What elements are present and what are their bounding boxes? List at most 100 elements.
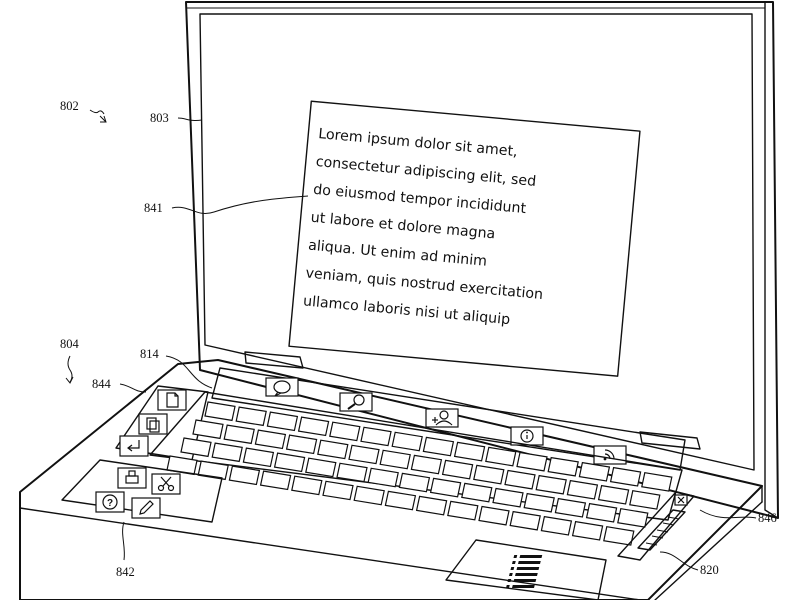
right-control-strip [617,491,695,561]
keyboard-key[interactable] [211,442,243,463]
copy-icon[interactable] [138,413,168,435]
ref-820: 820 [700,563,719,577]
display-screen [199,13,755,471]
keyboard-key[interactable] [285,434,318,455]
keyboard-key[interactable] [504,469,536,490]
keyboard-key[interactable] [566,479,599,500]
ref-842: 842 [116,565,135,579]
speech-bubble-icon[interactable] [265,377,299,397]
keyboard-key[interactable] [609,466,642,487]
keyboard-key[interactable] [422,436,455,457]
screen-text-line: ullamco laboris nisi ut aliquip [302,293,510,328]
keyboard-key[interactable] [322,480,354,501]
screen-text-line: Lorem ipsum dolor sit amet, [318,126,519,160]
keyboard-key[interactable] [192,419,224,440]
close-icon[interactable] [674,494,688,506]
keyboard-key[interactable] [367,467,399,488]
keyboard-key[interactable] [291,475,323,496]
keyboard-key[interactable] [273,452,306,473]
keyboard-key[interactable] [180,437,212,458]
ref-802: 802 [60,99,79,113]
keyboard-key[interactable] [336,462,368,483]
keyboard-key[interactable] [297,416,330,437]
keyboard-key[interactable] [348,444,380,465]
ref-803: 803 [150,111,169,125]
screen-text-line: ut labore et dolore magna [310,210,496,243]
keyboard-key[interactable] [447,500,479,521]
keyboard-key[interactable] [535,474,567,495]
list-icon [506,555,543,588]
left-key-strip [115,385,209,461]
keyboard-key[interactable] [235,406,267,427]
keyboard-key[interactable] [353,485,385,506]
keyboard-key[interactable] [379,449,411,470]
keyboard-key[interactable] [259,470,292,491]
ref-841: 841 [144,201,163,215]
keyboard-key[interactable] [492,487,524,508]
ref-846: 846 [758,511,777,525]
wifi-broadcast-icon[interactable] [593,445,627,465]
keyboard-key[interactable] [223,424,255,445]
keyboard-key[interactable] [641,472,673,492]
document-icon[interactable] [157,389,187,411]
keyboard-key[interactable] [228,465,261,486]
keyboard-key[interactable] [478,505,510,526]
left-panel: ? [61,459,223,523]
keyboard-key[interactable] [410,454,443,475]
keyboard-key[interactable] [578,461,611,482]
ref-844: 844 [92,377,112,391]
keyboard-key[interactable] [204,401,236,422]
keyboard-key[interactable] [597,484,630,505]
edit-icon[interactable] [131,497,161,519]
cut-icon[interactable] [151,473,181,495]
slider-icon[interactable] [637,509,686,551]
keyboard-key[interactable] [516,451,548,472]
keyboard-key[interactable] [554,497,587,518]
svg-text:?: ? [107,498,113,509]
ref-804: 804 [60,337,80,351]
keyboard-key[interactable] [242,447,275,468]
keyboard-key[interactable] [547,456,579,477]
info-icon[interactable] [510,426,544,446]
hinge-right [639,431,701,450]
keyboard-key[interactable] [540,515,573,536]
keyboard-key[interactable] [617,508,649,528]
touchpad[interactable] [445,539,607,600]
keyboard-key[interactable] [384,490,417,511]
keyboard-key[interactable] [360,426,392,447]
keyboard-key[interactable] [329,421,361,442]
display-lid [185,1,779,519]
keyboard-key[interactable] [603,526,635,546]
keyboard-key[interactable] [391,431,423,452]
keyboard-key[interactable] [398,472,431,493]
keyboard-key[interactable] [523,492,555,513]
text-window: Lorem ipsum dolor sit amet, consectetur … [288,100,641,377]
keyboard-key[interactable] [571,520,604,541]
reference-labels: 802 803 841 804 814 844 842 846 820 [60,99,777,579]
keyboard-key[interactable] [266,411,299,432]
keyboard-key[interactable] [485,446,517,467]
keyboard-key[interactable] [254,429,287,450]
add-person-icon[interactable] [425,408,459,428]
keyboard-key[interactable] [197,460,229,481]
keyboard-key[interactable] [415,495,448,516]
keyboard-key[interactable] [305,457,337,478]
keyboard-key[interactable] [629,490,661,510]
printer-icon[interactable] [117,467,147,489]
keyboard-key[interactable] [317,439,349,460]
magnifier-icon[interactable] [339,392,373,412]
keyboard-key[interactable] [441,459,474,480]
keyboard [149,391,683,546]
keyboard-key[interactable] [429,477,462,498]
keyboard-key[interactable] [585,502,618,523]
ref-814: 814 [140,347,160,361]
keyboard-key[interactable] [509,510,541,531]
keyboard-key[interactable] [473,464,505,485]
keyboard-key[interactable] [461,482,493,503]
help-icon[interactable]: ? [95,491,125,513]
return-icon[interactable] [119,435,149,457]
screen-text-line: aliqua. Ut enim ad minim [307,238,487,270]
hinge-left [244,351,304,369]
keyboard-key[interactable] [453,441,486,462]
